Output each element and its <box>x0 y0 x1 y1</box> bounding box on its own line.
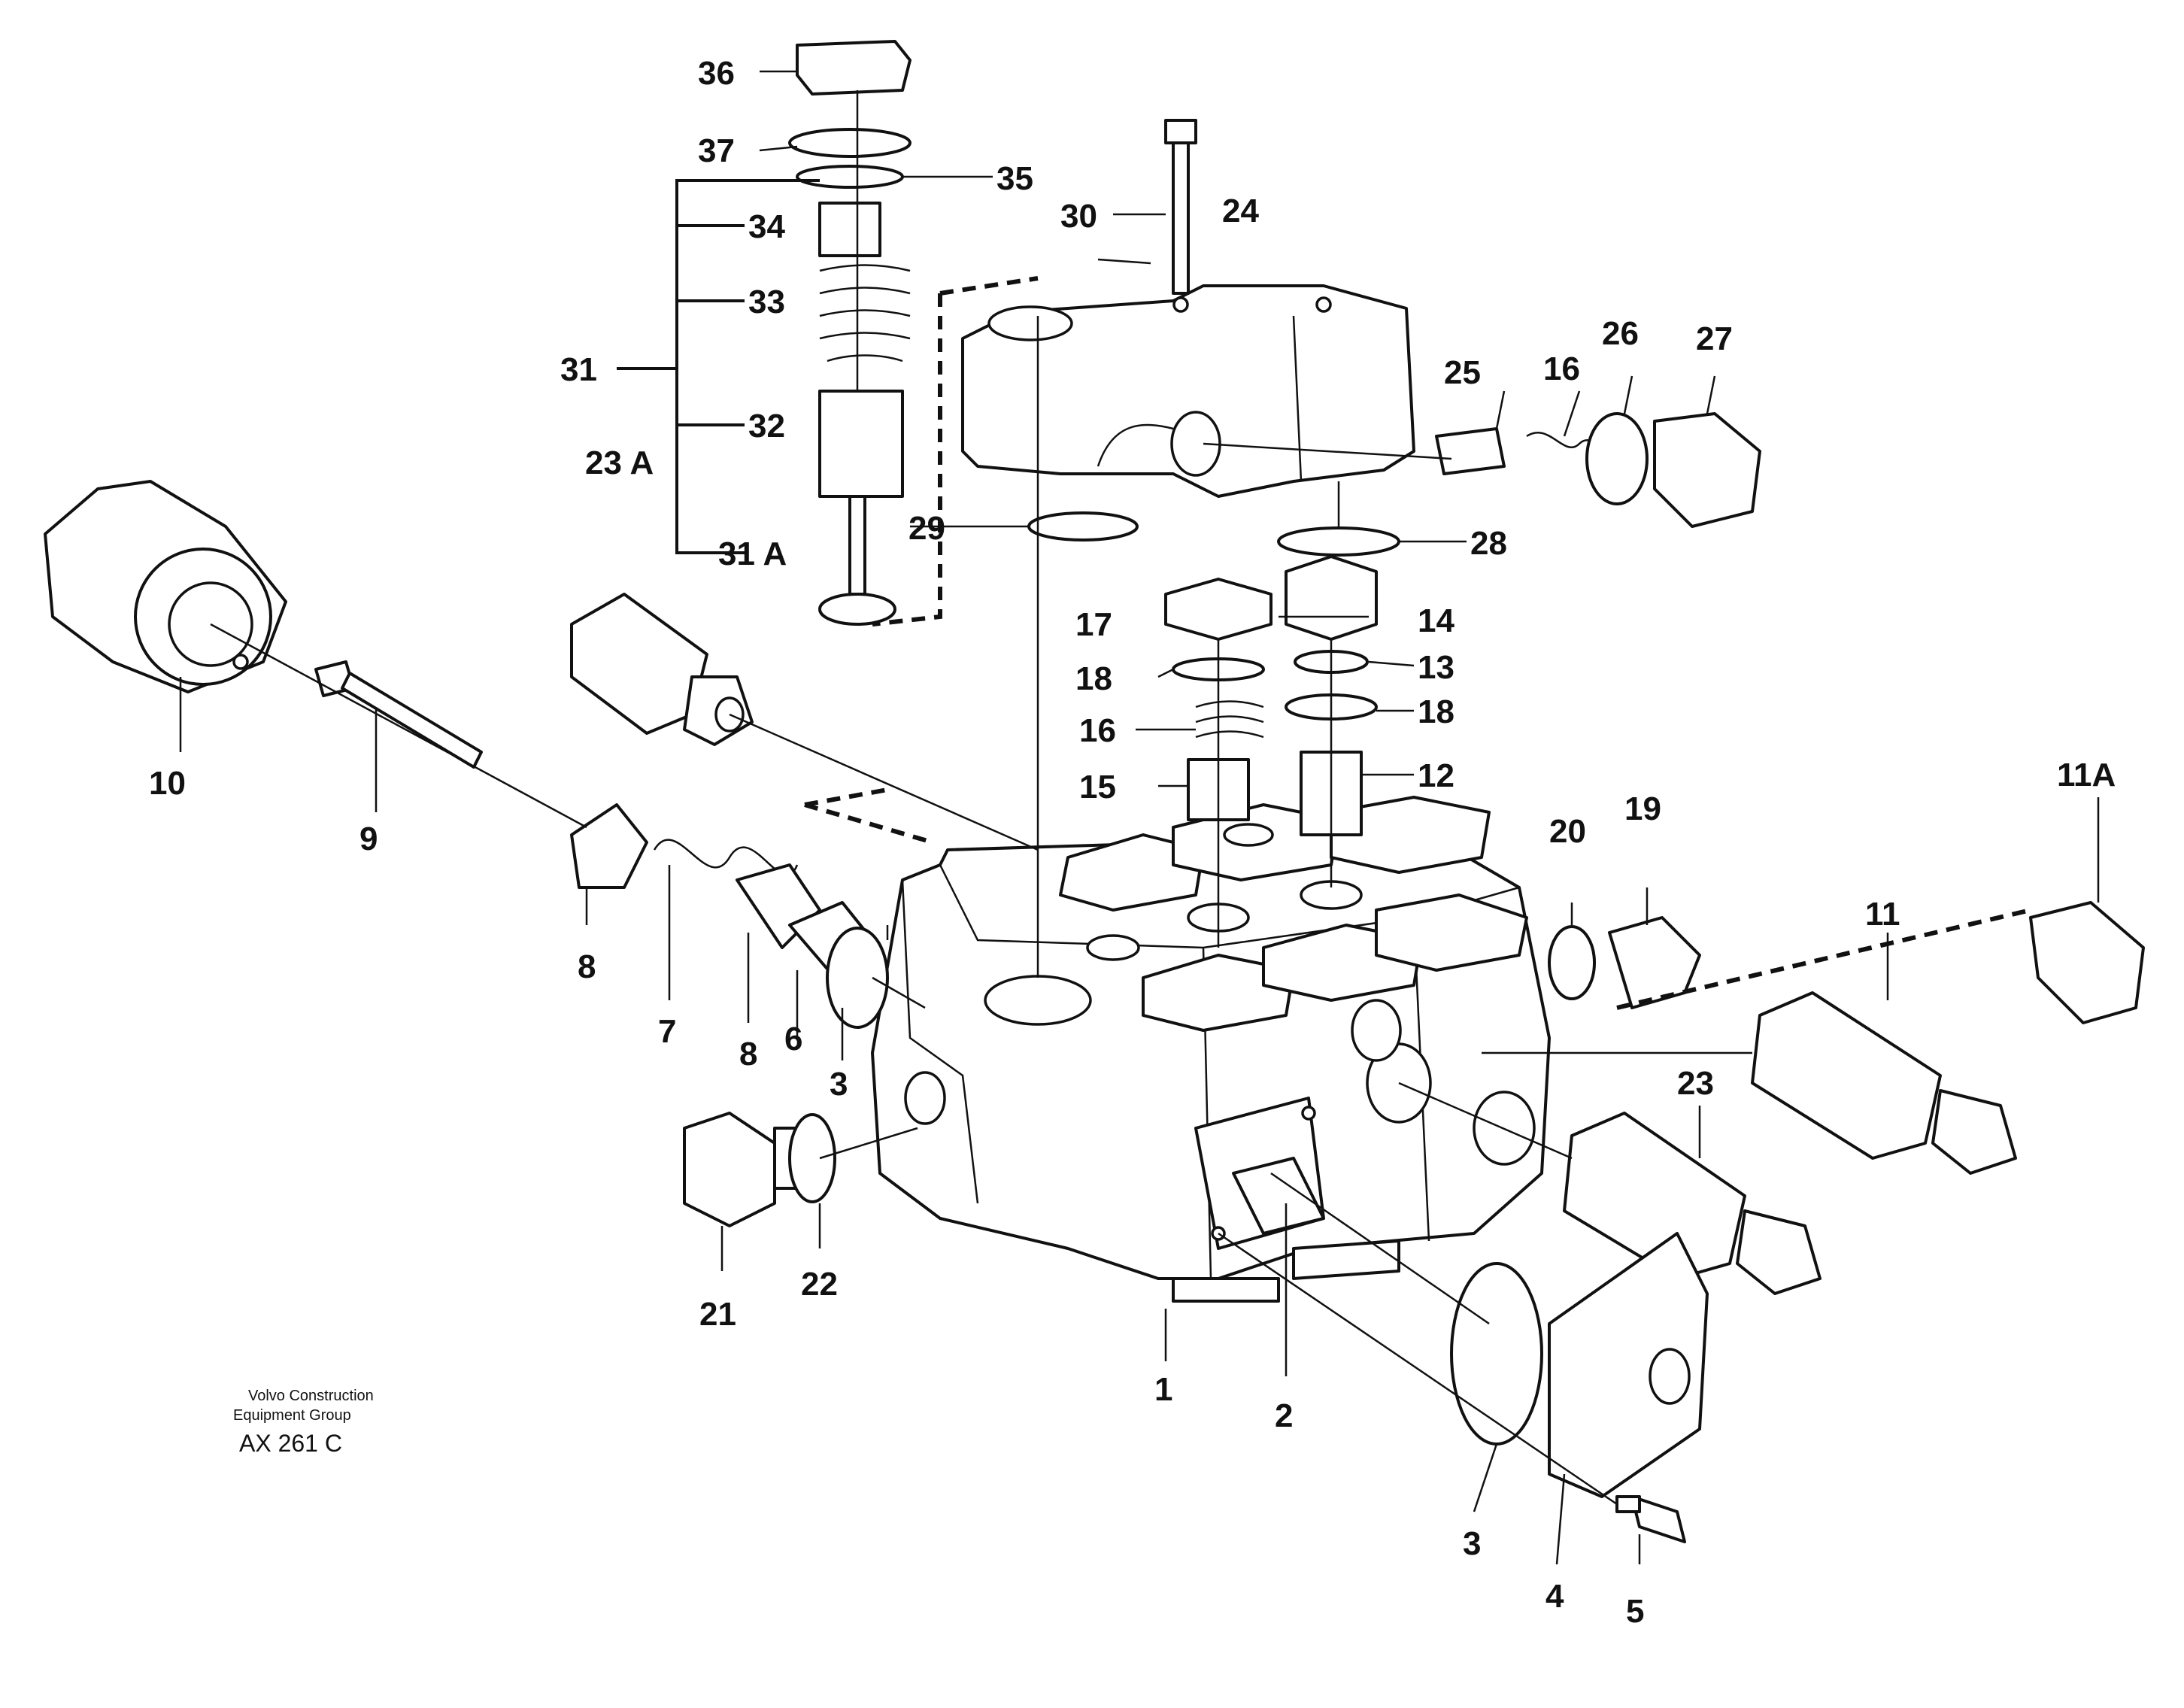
callout-23a: 23 A <box>585 444 654 481</box>
check-assembly-right <box>1435 412 1761 528</box>
callout-10: 10 <box>149 765 186 802</box>
plug-11a <box>2029 901 2145 1024</box>
o-ring-29 <box>1027 511 1139 542</box>
bolt-30 <box>1164 119 1197 295</box>
callout-26: 26 <box>1602 315 1639 352</box>
callout-11: 11 <box>1865 896 1900 933</box>
callout-2: 2 <box>1275 1397 1293 1434</box>
callout-19: 19 <box>1624 790 1661 827</box>
callout-32: 32 <box>748 408 785 444</box>
callout-31a: 31 A <box>718 535 787 572</box>
callout-7: 7 <box>658 1013 676 1050</box>
callout-6: 6 <box>784 1021 802 1057</box>
long-bolt <box>314 660 483 769</box>
callout-22: 22 <box>801 1266 838 1303</box>
callout-18b: 18 <box>1418 693 1454 730</box>
kit-bracket-31 <box>617 179 820 554</box>
callout-30: 30 <box>1060 198 1097 235</box>
callout-5: 5 <box>1626 1593 1644 1630</box>
caption-line-1: Volvo Construction <box>248 1388 374 1404</box>
callout-21: 21 <box>699 1296 736 1333</box>
callout-18a: 18 <box>1075 660 1112 697</box>
relief-valve-23a <box>570 593 754 746</box>
o-ring-28 <box>1277 526 1400 557</box>
callout-3b: 3 <box>1463 1525 1481 1562</box>
callout-25: 25 <box>1444 354 1481 391</box>
top-block <box>961 284 1415 498</box>
relief-valve-23 <box>1563 1112 1822 1295</box>
callout-13: 13 <box>1418 649 1454 686</box>
callout-8b: 8 <box>739 1036 757 1072</box>
plug-assembly-right-mid <box>1548 916 1701 1009</box>
callout-31: 31 <box>560 351 597 388</box>
caption-code: AX 261 C <box>239 1430 342 1457</box>
callout-20: 20 <box>1549 813 1586 850</box>
callout-33: 33 <box>748 284 785 320</box>
callout-35: 35 <box>996 160 1033 197</box>
callout-16a: 16 <box>1543 350 1580 387</box>
pilot-spool-stack <box>788 40 912 626</box>
valve-body <box>871 796 1551 1303</box>
callout-34: 34 <box>748 208 785 245</box>
callout-24: 24 <box>1222 193 1259 229</box>
assembly-guide-lines <box>210 90 2031 1506</box>
callout-4: 4 <box>1545 1578 1564 1615</box>
callout-12: 12 <box>1418 757 1454 794</box>
callout-17: 17 <box>1075 606 1112 643</box>
callout-14: 14 <box>1418 602 1454 639</box>
callout-27: 27 <box>1696 320 1733 357</box>
cylinder-housing <box>44 480 287 693</box>
callout-36: 36 <box>698 55 735 92</box>
caption-block: Volvo Construction Equipment Group AX 26… <box>233 1388 374 1457</box>
callout-23: 23 <box>1677 1065 1714 1102</box>
callout-9: 9 <box>359 821 378 857</box>
callout-16b: 16 <box>1079 712 1116 749</box>
callout-15: 15 <box>1079 769 1116 805</box>
callout-labels: 36 37 35 34 33 31 32 31 A 30 24 25 16 26… <box>149 55 2116 1630</box>
callout-37: 37 <box>698 132 735 169</box>
callout-8a: 8 <box>578 948 596 985</box>
callout-1: 1 <box>1154 1371 1172 1408</box>
callout-11a: 11A <box>2057 757 2116 793</box>
end-cover <box>1450 1232 1709 1543</box>
relief-valve-11 <box>1751 991 2017 1175</box>
callout-leaders <box>179 70 2100 1565</box>
spool <box>1232 1157 1325 1235</box>
callout-28: 28 <box>1470 525 1507 562</box>
spring-stack-left <box>570 803 889 1029</box>
plug-assembly-bottom-left <box>683 1112 836 1227</box>
callout-3a: 3 <box>830 1066 848 1103</box>
caption-line-2: Equipment Group <box>233 1407 351 1424</box>
callout-29: 29 <box>908 510 945 547</box>
